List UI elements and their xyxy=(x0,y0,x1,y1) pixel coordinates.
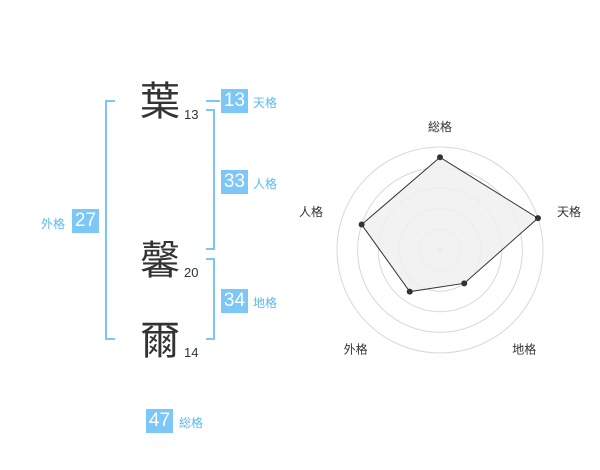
jinkaku-bracket xyxy=(206,109,215,250)
soukaku-value: 47 xyxy=(146,409,173,433)
name-char-3: 爾 xyxy=(140,318,180,364)
radar-axis-label: 外格 xyxy=(344,342,368,357)
radar-point-0 xyxy=(437,154,443,161)
name-char-1-strokes: 13 xyxy=(184,107,199,122)
gaikaku-label: 外格 xyxy=(41,217,66,231)
jinkaku-label: 人格 xyxy=(253,177,278,191)
radar-area xyxy=(360,156,539,293)
radar-point-2 xyxy=(461,280,468,287)
radar-point-3 xyxy=(406,288,413,295)
radar-point-4 xyxy=(358,221,365,228)
radar-point-1 xyxy=(534,215,541,222)
chikaku-bracket xyxy=(206,258,215,340)
name-char-1: 葉 xyxy=(140,79,180,125)
radar-axis-label: 人格 xyxy=(299,204,323,219)
gaikaku-value: 27 xyxy=(72,209,99,233)
name-char-2: 馨 xyxy=(140,238,180,284)
gaikaku-bracket xyxy=(105,100,115,340)
radar-axis-label: 総格 xyxy=(428,119,452,134)
name-char-2-strokes: 20 xyxy=(184,265,199,280)
chikaku-label: 地格 xyxy=(253,296,278,310)
jinkaku-value: 33 xyxy=(221,170,248,194)
soukaku-label: 総格 xyxy=(179,416,204,430)
name-char-3-strokes: 14 xyxy=(184,345,199,360)
radar-axis-label: 地格 xyxy=(512,342,536,357)
chikaku-value: 34 xyxy=(221,289,248,313)
tenkaku-value: 13 xyxy=(221,89,248,113)
radar-axis-label: 天格 xyxy=(557,204,581,219)
tenkaku-label: 天格 xyxy=(253,96,278,110)
radar-ring xyxy=(336,146,544,354)
